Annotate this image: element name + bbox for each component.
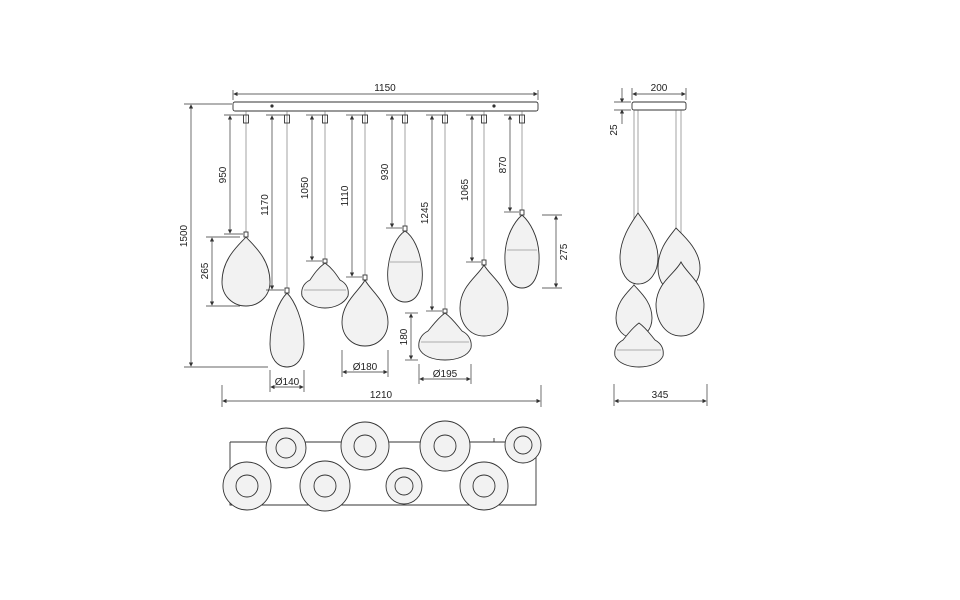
canopy-bar	[232, 101, 539, 112]
shade-top-3	[419, 420, 471, 472]
shade-top-2	[340, 421, 390, 471]
drop-length-7: 1065	[460, 178, 471, 201]
shade-height-right: 275	[559, 243, 570, 260]
overall-depth-label: 345	[652, 390, 669, 401]
diameter-a-label: Ø140	[275, 377, 300, 388]
drop-length-4: 1110	[340, 185, 351, 206]
drop-length-1: 950	[218, 166, 229, 183]
shade-height-small: 180	[399, 328, 410, 345]
pendant-8: 870 275	[498, 111, 570, 289]
top-view	[222, 420, 542, 512]
side-canopy	[631, 101, 687, 111]
total-height-label: 1500	[179, 224, 190, 247]
shade-top-7	[385, 467, 423, 505]
pendant-4: 1110 Ø180	[340, 111, 389, 377]
side-view: 200 25 345	[609, 83, 708, 406]
shade-top-1	[265, 427, 307, 469]
drop-length-6: 1245	[420, 201, 431, 224]
diameter-b-label: Ø180	[353, 362, 378, 373]
drop-length-8: 870	[498, 156, 509, 173]
shade-height-left: 265	[200, 262, 211, 279]
drop-length-2: 1170	[260, 194, 271, 216]
drop-length-5: 930	[380, 163, 391, 180]
pendant-7: 1065	[459, 111, 509, 337]
front-view: 1150 1500 1210 950 265	[179, 83, 570, 407]
shade-top-6	[299, 460, 351, 512]
canopy-length-label: 1150	[374, 83, 396, 94]
overall-width-label: 1210	[370, 390, 393, 401]
diameter-c-label: Ø195	[433, 369, 458, 380]
shade-top-8	[459, 461, 509, 511]
pendant-6: 1245 180 Ø195	[399, 111, 472, 384]
pendant-1: 950 265	[200, 111, 271, 307]
pendant-3: 1050	[300, 111, 349, 309]
canopy-width-label: 200	[651, 83, 668, 94]
shade-top-5	[222, 461, 272, 511]
shade-top-4	[504, 426, 542, 464]
pendant-5: 930	[380, 111, 423, 303]
canopy-height-label: 25	[609, 124, 620, 136]
pendant-2: 1170 Ø140	[260, 111, 305, 392]
drop-length-3: 1050	[300, 176, 311, 199]
